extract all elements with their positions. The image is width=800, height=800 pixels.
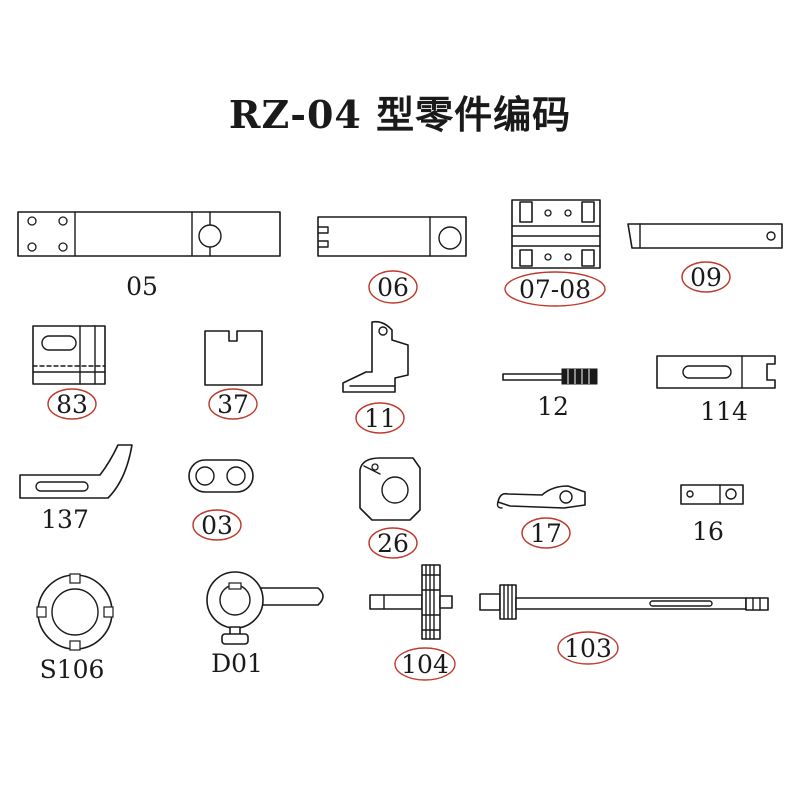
highlight-ring-06 — [368, 270, 418, 304]
part-26-drawing — [359, 457, 421, 521]
part-83-drawing — [32, 325, 106, 385]
part-label-26: 26 — [377, 529, 409, 558]
highlight-ring-11 — [355, 402, 405, 434]
part-114-drawing — [656, 355, 776, 389]
part-label-83: 83 — [56, 390, 88, 419]
highlight-ring-104 — [394, 647, 456, 681]
part-17-drawing — [496, 485, 586, 509]
part-label-S106: S106 — [40, 655, 105, 684]
part-label-16: 16 — [692, 517, 724, 546]
part-37-drawing — [204, 330, 263, 386]
part-label-37: 37 — [217, 390, 249, 419]
highlight-ring-09 — [681, 261, 731, 293]
part-labels: 05 06 07-08 09 83 37 11 12 114 137 03 26… — [40, 261, 748, 684]
part-03-drawing — [188, 459, 254, 493]
part-label-D01: D01 — [211, 649, 263, 678]
part-label-12: 12 — [537, 392, 569, 421]
part-label-05: 05 — [126, 272, 158, 301]
part-label-09: 09 — [690, 263, 722, 292]
part-label-03: 03 — [201, 511, 233, 540]
part-D01-drawing — [206, 571, 324, 645]
highlight-ring-103 — [557, 631, 619, 665]
highlight-ring-03 — [192, 509, 242, 541]
part-09-drawing — [627, 223, 783, 249]
part-label-17: 17 — [530, 519, 562, 548]
part-label-06: 06 — [377, 273, 409, 302]
part-06-drawing — [317, 216, 467, 257]
part-137-drawing — [19, 444, 133, 499]
part-label-104: 104 — [401, 650, 449, 679]
highlight-ring-07-08 — [504, 271, 606, 307]
part-16-drawing — [680, 484, 744, 505]
part-05-drawing — [17, 211, 281, 257]
part-label-07-08: 07-08 — [519, 275, 591, 304]
part-label-137: 137 — [41, 505, 89, 534]
diagram-title: RZ-04 型零件编码 — [229, 92, 571, 137]
part-label-103: 103 — [564, 634, 612, 663]
part-label-11: 11 — [364, 404, 396, 433]
part-12-drawing — [502, 368, 598, 385]
part-label-114: 114 — [700, 397, 748, 426]
highlight-ring-17 — [521, 517, 571, 549]
highlight-ring-26 — [368, 527, 418, 559]
part-103-drawing — [479, 584, 769, 620]
highlight-ring-37 — [208, 388, 258, 420]
highlight-ring-83 — [47, 388, 97, 420]
part-11-drawing — [342, 320, 409, 393]
part-07-08-drawing — [511, 199, 601, 269]
part-S106-drawing — [36, 573, 114, 651]
part-104-drawing — [369, 564, 453, 640]
